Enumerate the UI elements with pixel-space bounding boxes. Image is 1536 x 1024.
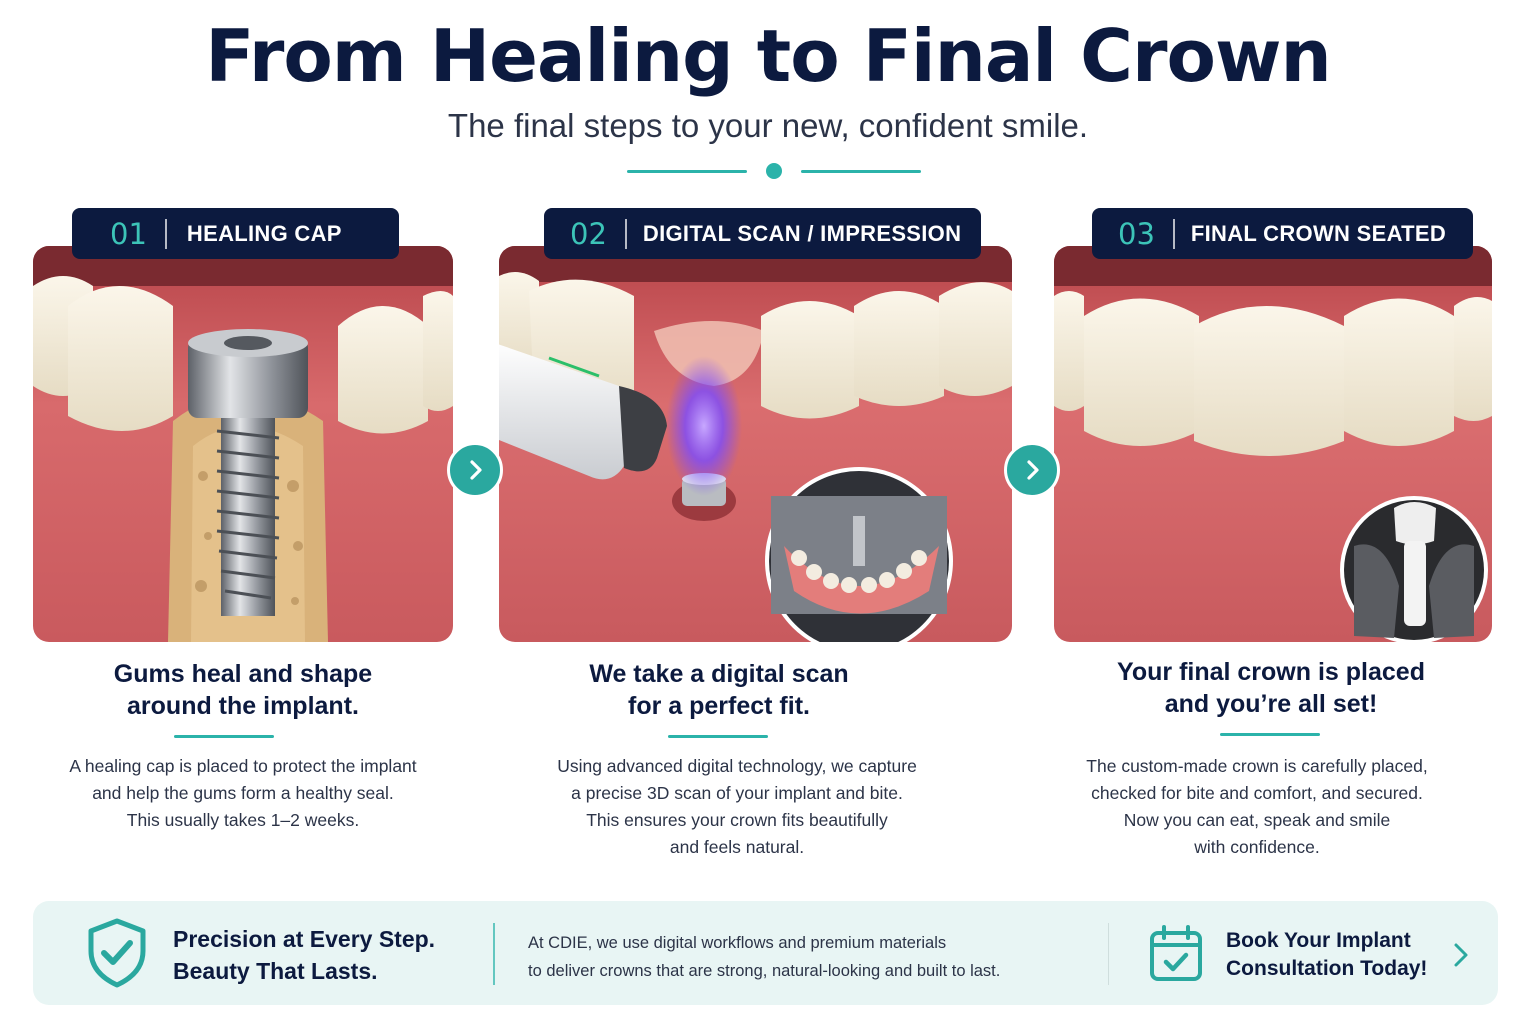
step-1-underline xyxy=(174,735,274,738)
step-2-label: 02 DIGITAL SCAN / IMPRESSION xyxy=(544,208,981,259)
step-2-title: DIGITAL SCAN / IMPRESSION xyxy=(642,220,962,246)
step-3-image xyxy=(1054,246,1492,642)
step-2-number: 02 xyxy=(570,216,607,251)
step-3-title: FINAL CROWN SEATED xyxy=(1190,220,1447,246)
step-1-image xyxy=(33,246,453,642)
next-step-arrow-2 xyxy=(1004,442,1060,498)
chevron-right-icon[interactable] xyxy=(1450,941,1472,969)
next-step-arrow-1 xyxy=(447,442,503,498)
step-3-number: 03 xyxy=(1118,216,1155,251)
step-3-label: 03 FINAL CROWN SEATED xyxy=(1092,208,1473,259)
calendar-check-icon[interactable] xyxy=(1148,923,1204,983)
bottom-banner: Precision at Every Step.Beauty That Last… xyxy=(33,901,1498,1005)
chevron-right-icon xyxy=(1027,460,1039,480)
step-1-number: 01 xyxy=(110,216,147,251)
page-title: From Healing to Final Crown xyxy=(205,14,1332,98)
step-2-image xyxy=(499,246,1012,642)
step-2-underline xyxy=(668,735,768,738)
step-3-description: The custom-made crown is carefully place… xyxy=(1086,756,1428,857)
step-2-description: Using advanced digital technology, we ca… xyxy=(557,756,917,857)
title-divider xyxy=(627,162,921,180)
shield-check-icon xyxy=(88,918,146,988)
step-1-description: A healing cap is placed to protect the i… xyxy=(69,756,417,830)
page-subtitle: The final steps to your new, confident s… xyxy=(447,107,1089,144)
banner-body: At CDIE, we use digital workflows and pr… xyxy=(528,934,1001,980)
chevron-right-icon xyxy=(470,460,482,480)
step-1-title: HEALING CAP xyxy=(186,220,342,246)
banner-tagline: Precision at Every Step.Beauty That Last… xyxy=(173,926,436,984)
step-1-label: 01 HEALING CAP xyxy=(72,208,399,259)
step-3-underline xyxy=(1220,733,1320,736)
